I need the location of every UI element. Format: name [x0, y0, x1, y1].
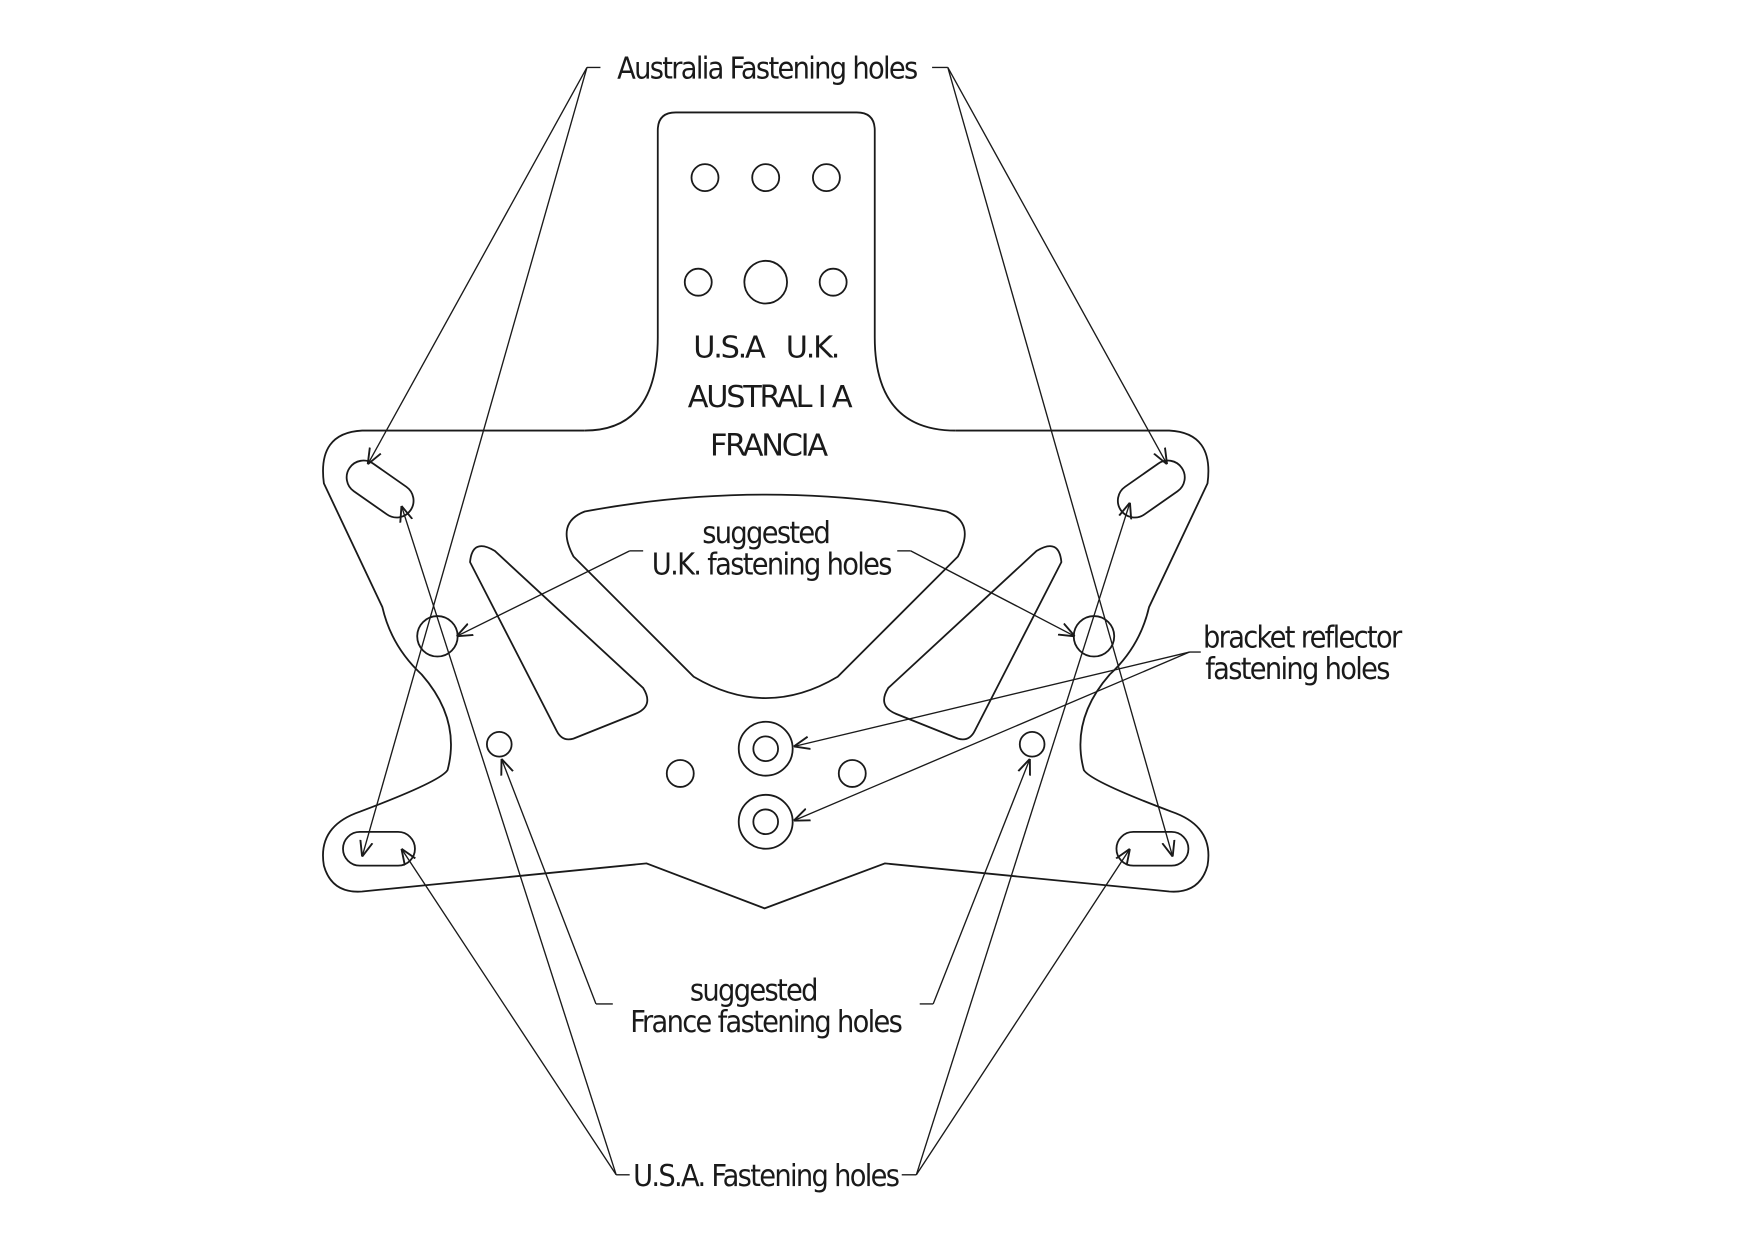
label-france-line2: France fastening holes [630, 1005, 901, 1040]
plate-holes [416, 615, 1116, 850]
label-uk-line2: U.K. fastening holes [652, 547, 891, 582]
plate-marking-line1: U.S.A U.K. [693, 330, 838, 365]
label-australia-holes: Australia Fastening holes [617, 52, 917, 87]
label-uk-line1: suggested [702, 516, 829, 551]
label-bracket-line2: fastening holes [1205, 652, 1389, 687]
label-france-line1: suggested [690, 974, 817, 1009]
left-slot-cutout [469, 545, 649, 741]
right-slot-cutout [883, 545, 1063, 741]
plate-marking-line3: FRANCIA [710, 428, 828, 463]
plate-outline [322, 429, 1210, 910]
label-bracket-line1: bracket reflector [1203, 621, 1403, 656]
top-tab-holes [683, 163, 848, 305]
plate-marking-line2: AUSTRAL I A [688, 380, 853, 415]
label-usa-holes: U.S.A. Fastening holes [633, 1159, 899, 1194]
center-cutout [565, 493, 966, 699]
top-tab-outline [584, 111, 956, 432]
leader-lines [362, 66, 1201, 1176]
